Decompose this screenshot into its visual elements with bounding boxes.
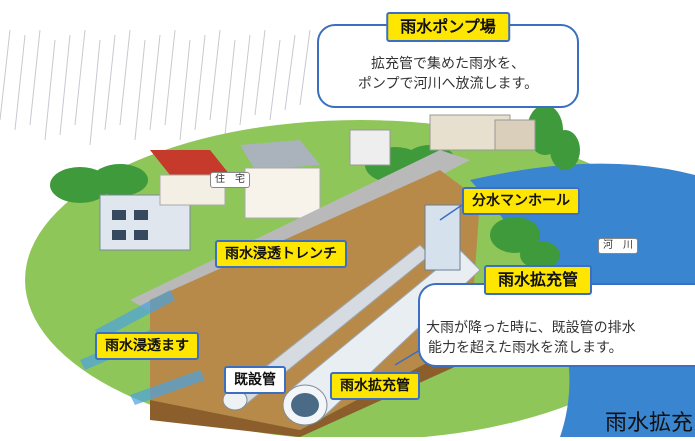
existing-pipe-label: 既設管 [224,366,286,394]
pump-station-callout: 雨水ポンプ場 拡充管で集めた雨水を、 ポンプで河川へ放流します。 [317,12,579,108]
trench-cut [150,170,480,430]
infiltration-trench-label: 雨水浸透トレンチ [215,240,347,268]
expansion-pipe-title: 雨水拡充管 [483,265,593,295]
pump-desc-line2: ポンプで河川へ放流します。 [357,76,539,92]
pump-station-label: 雨水ポンプ場 [386,12,510,42]
junction-manhole-label: 分水マンホール [462,187,580,215]
expansion-desc-line1: 大雨が降った時に、既設管の排水 [426,320,636,336]
expansion-pipe-callout: 雨水拡充管 大雨が降った時に、既設管の排水 能力を超えた雨水を流します。 [418,265,695,367]
rain-lines [0,29,311,146]
manhole [424,204,461,271]
expansion-pipe-label: 雨水拡充管 [330,372,420,400]
river-sign: 河 川 [598,238,638,254]
expansion-desc-line2: 能力を超えた雨水を流します。 [428,340,623,356]
pump-desc-line1: 拡充管で集めた雨水を、 [371,56,525,72]
infiltration-basin-label: 雨水浸透ます [95,332,199,360]
residence-sign: 住 宅 [210,172,250,188]
pointer-lines [394,204,463,366]
bottom-caption: 雨水拡充 [605,411,694,436]
